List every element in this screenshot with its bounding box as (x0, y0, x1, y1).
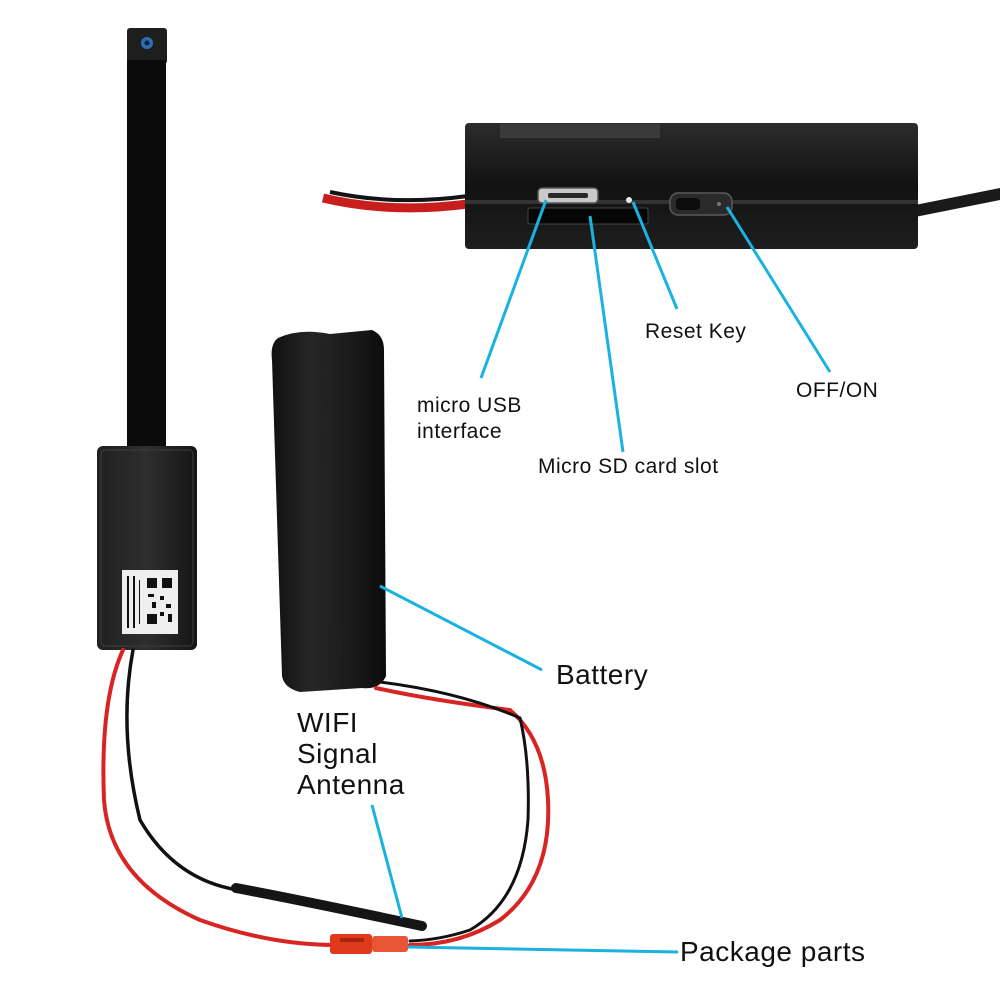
battery-body (271, 330, 386, 692)
label-micro-usb: micro USB interface (417, 393, 522, 445)
device-sticker (500, 124, 660, 138)
red-cable (321, 193, 469, 213)
label-off-on: OFF/ON (796, 379, 879, 402)
jst-connector (330, 934, 408, 954)
wire-black-from-module (125, 648, 240, 892)
qr-code (127, 576, 172, 628)
label-battery: Battery (556, 659, 649, 690)
black-cable-left (329, 190, 469, 203)
wire-red-from-battery (374, 686, 551, 947)
battery-print-top: TUBE 125°C (025) (316, 340, 331, 465)
leader-reset (631, 201, 679, 310)
leader-sd-slot (588, 215, 625, 453)
label-micro-usb-line2: interface (417, 420, 503, 443)
device-box (465, 123, 918, 249)
reset-key-hole (626, 197, 632, 203)
label-antenna-line2: Signal (297, 738, 378, 769)
battery-pack: TUBE 125°C (025) RSFR-+ (271, 330, 386, 692)
label-antenna-line1: WIFI (297, 707, 359, 738)
wire-black-from-battery (378, 680, 530, 943)
camera-module (97, 28, 197, 650)
leader-package (407, 945, 679, 954)
label-antenna-line3: Antenna (297, 769, 405, 800)
leader-power (725, 206, 832, 373)
leader-battery (379, 584, 543, 672)
battery-print-bottom: RSFR-+ (326, 628, 341, 675)
wires (101, 648, 551, 947)
label-reset-key: Reset Key (645, 320, 747, 343)
leader-micro-usb (479, 199, 548, 379)
black-strap (915, 188, 1000, 217)
micro-sd-slot (527, 207, 649, 225)
antenna-whip (231, 883, 427, 931)
device-side-view (321, 123, 1000, 249)
label-sd-slot: Micro SD card slot (538, 455, 719, 478)
wire-red-from-module (101, 648, 337, 947)
leader-antenna (370, 804, 404, 919)
label-package-parts: Package parts (680, 936, 866, 967)
leader-lines (370, 199, 832, 954)
label-micro-usb-line1: micro USB (417, 394, 522, 417)
ribbon-cable (127, 60, 166, 452)
label-antenna: WIFI Signal Antenna (297, 707, 405, 800)
